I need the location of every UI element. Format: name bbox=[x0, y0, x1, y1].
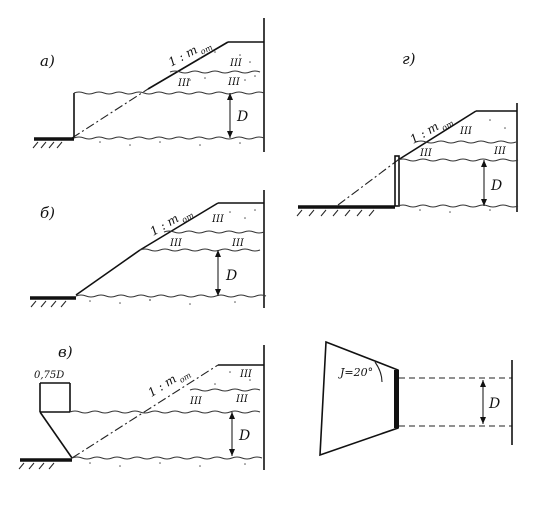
panel-b-ground-hatch bbox=[30, 300, 67, 308]
panel-b-dim-arrow-top bbox=[215, 250, 221, 257]
panel-a-water-level-upper bbox=[169, 70, 261, 74]
panel-a-slope-line bbox=[147, 41, 229, 90]
panel-v-slope-label: 1 : m bbox=[145, 372, 178, 400]
panel-g-water-level-upper bbox=[415, 140, 517, 144]
panel-v-level-mid: III bbox=[189, 396, 203, 407]
panel-b-slope-lower bbox=[75, 249, 141, 296]
panel-d-dim-arrow-bottom bbox=[480, 417, 486, 424]
panel-b-bed-line bbox=[75, 294, 267, 298]
panel-d-trapezoid bbox=[319, 340, 399, 457]
panel-v-dim-arrow-bottom bbox=[229, 449, 235, 456]
panel-v-level-right: III bbox=[235, 394, 249, 405]
panel-v-label: в) bbox=[58, 343, 73, 361]
panel-b-level-right: III bbox=[231, 238, 245, 249]
panel-g-slope-subscript: от bbox=[440, 118, 456, 132]
panel-d: J=20° D bbox=[319, 340, 513, 457]
panel-b-level-upper: III bbox=[211, 214, 225, 225]
panel-g-label: г) bbox=[402, 50, 416, 68]
panel-b-label: б) bbox=[40, 204, 55, 222]
panel-d-dim-arrow-top bbox=[480, 380, 486, 387]
panel-v-dim-arrow-top bbox=[229, 412, 235, 419]
panel-v-water-level-upper bbox=[189, 388, 261, 392]
panel-d-angle-label: J=20° bbox=[338, 366, 373, 379]
panel-v-slope-line bbox=[71, 364, 219, 459]
panel-g-ground-hatch bbox=[296, 209, 375, 217]
panel-g-dim-label: D bbox=[490, 178, 502, 194]
panel-a-level-right: III bbox=[227, 77, 241, 88]
panel-a-level-mid: III bbox=[177, 78, 191, 89]
panel-a-bed-line bbox=[73, 136, 265, 140]
panel-b-soil-stipple bbox=[89, 209, 256, 305]
panel-g-slope-lower bbox=[337, 159, 399, 206]
panel-v-dim-label: D bbox=[238, 428, 250, 444]
panel-a-slope-extension bbox=[71, 88, 149, 139]
panel-a-slope-subscript: от bbox=[199, 43, 215, 57]
panel-g-water-level-mid bbox=[397, 158, 519, 162]
panel-a: а) D 1 : m от III III II bbox=[32, 18, 265, 152]
panel-b-slope-upper bbox=[139, 202, 219, 251]
panel-a-ground-hatch bbox=[32, 141, 63, 149]
panel-a-dim-label: D bbox=[236, 109, 248, 125]
panel-v-level-upper: III bbox=[239, 369, 253, 380]
panel-a-dim-arrow-bottom bbox=[227, 131, 233, 138]
panel-v-soil-stipple bbox=[89, 371, 251, 467]
panel-v-offset-label: 0,75D bbox=[34, 370, 64, 381]
panel-d-throat-wall bbox=[394, 370, 399, 428]
panel-g-level-right: III bbox=[493, 146, 507, 157]
panel-g-dim-arrow-top bbox=[481, 160, 487, 167]
panel-v-wall-toe bbox=[39, 411, 73, 459]
panel-a-dim-arrow-top bbox=[227, 93, 233, 100]
panel-v-water-level-mid bbox=[69, 410, 261, 414]
panel-g-cutoff-wall bbox=[394, 155, 400, 207]
panel-g-level-mid: III bbox=[419, 148, 433, 159]
panel-b: б) D 1 : m от III III III bbox=[30, 190, 267, 308]
panel-a-soil-stipple bbox=[99, 51, 256, 146]
panel-a-slope-label: 1 : m bbox=[166, 43, 200, 70]
panel-d-dim-label: D bbox=[488, 396, 500, 412]
panel-g-bed-line bbox=[397, 204, 519, 208]
panel-a-label: а) bbox=[40, 52, 55, 70]
panel-b-level-mid: III bbox=[169, 238, 183, 249]
panel-v: в) 0,75D D 1 : m от III III III bbox=[18, 343, 265, 470]
panel-g: г) D 1 : m от III III III bbox=[296, 50, 519, 217]
panel-a-level-upper: III bbox=[229, 58, 243, 69]
panel-b-water-level-mid bbox=[139, 248, 261, 252]
panel-a-water-level-mid bbox=[73, 91, 265, 95]
panel-b-dim-label: D bbox=[225, 268, 237, 284]
panel-v-bed-line bbox=[71, 456, 263, 460]
panel-g-dim-arrow-bottom bbox=[481, 199, 487, 206]
panel-g-soil-stipple bbox=[419, 119, 506, 213]
panel-g-level-upper: III bbox=[459, 126, 473, 137]
panel-g-slope-upper bbox=[397, 110, 477, 161]
panel-d-angle-arc bbox=[374, 361, 383, 383]
panel-b-water-level-upper bbox=[163, 230, 265, 234]
panel-b-slope-subscript: от bbox=[180, 210, 196, 224]
panel-v-ground-hatch bbox=[18, 462, 55, 470]
panel-b-dim-arrow-bottom bbox=[215, 289, 221, 296]
